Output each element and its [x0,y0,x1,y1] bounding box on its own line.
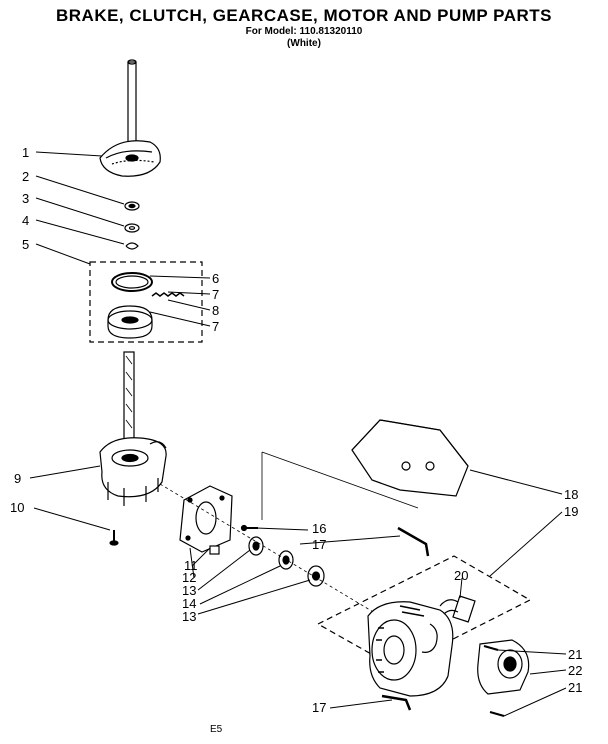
model-number: For Model: 110.81320110 [245,26,363,37]
part-16-screw [240,524,258,532]
assembly-5-box [89,261,203,343]
part-10-screw [109,530,119,546]
callout-2: 2 [22,169,29,184]
part-21-screw-lower [489,711,505,717]
part-21-screw-upper [483,645,499,651]
callout-16: 16 [312,521,326,536]
callout-5: 5 [22,237,29,252]
callout-6: 6 [212,271,219,286]
part-13-pulley-a [248,536,264,556]
part-12-bracket-plate [179,485,233,553]
color-variant: (White) [287,38,321,49]
callout-3: 3 [22,191,29,206]
part-18-belt-shield [351,419,469,497]
callout-7b: 7 [212,319,219,334]
callout-17b: 17 [312,700,326,715]
belt-guide-line [261,451,419,520]
part-6-spring-ring [111,272,153,292]
part-2-washer [124,201,140,211]
part-7-clutch-pulley [107,305,153,339]
callout-7a: 7 [212,287,219,302]
callout-13a: 13 [182,583,196,598]
callout-9: 9 [14,471,21,486]
part-3-washer [124,223,140,233]
motor-assembly-box [316,555,532,669]
callout-21b: 21 [568,680,582,695]
callout-11: 11 [184,558,198,573]
callout-14: 14 [182,596,196,611]
callout-20: 20 [454,568,468,583]
part-17-clip-upper [397,526,430,557]
part-22-pump [477,639,530,695]
part-17-clip-lower [381,694,412,711]
callout-labels: 1 2 3 4 5 6 7 8 7 9 10 11 12 13 14 13 16… [10,145,582,735]
part-19-motor [367,601,454,697]
callout-17a: 17 [312,537,326,552]
part-20-switch [439,595,476,623]
leader-lines [29,151,567,717]
part-1-brake-cam [99,140,161,177]
callout-13b: 13 [182,609,196,624]
callout-10: 10 [10,500,24,515]
part-14-pulley [278,550,294,570]
callout-18: 18 [564,487,578,502]
footer-code: E5 [210,724,223,735]
callout-21a: 21 [568,647,582,662]
part-9-gearcase [99,351,167,506]
callout-4: 4 [22,213,29,228]
callout-1: 1 [22,145,29,160]
part-13-pulley-b [307,565,325,587]
callout-12: 12 [182,570,196,585]
callout-8: 8 [212,303,219,318]
callout-22: 22 [568,663,582,678]
part-4-clip [125,242,139,250]
part-11-nut [209,545,220,555]
callout-19: 19 [564,504,578,519]
part-8-spring [151,292,185,297]
page-title: BRAKE, CLUTCH, GEARCASE, MOTOR AND PUMP … [55,6,552,25]
